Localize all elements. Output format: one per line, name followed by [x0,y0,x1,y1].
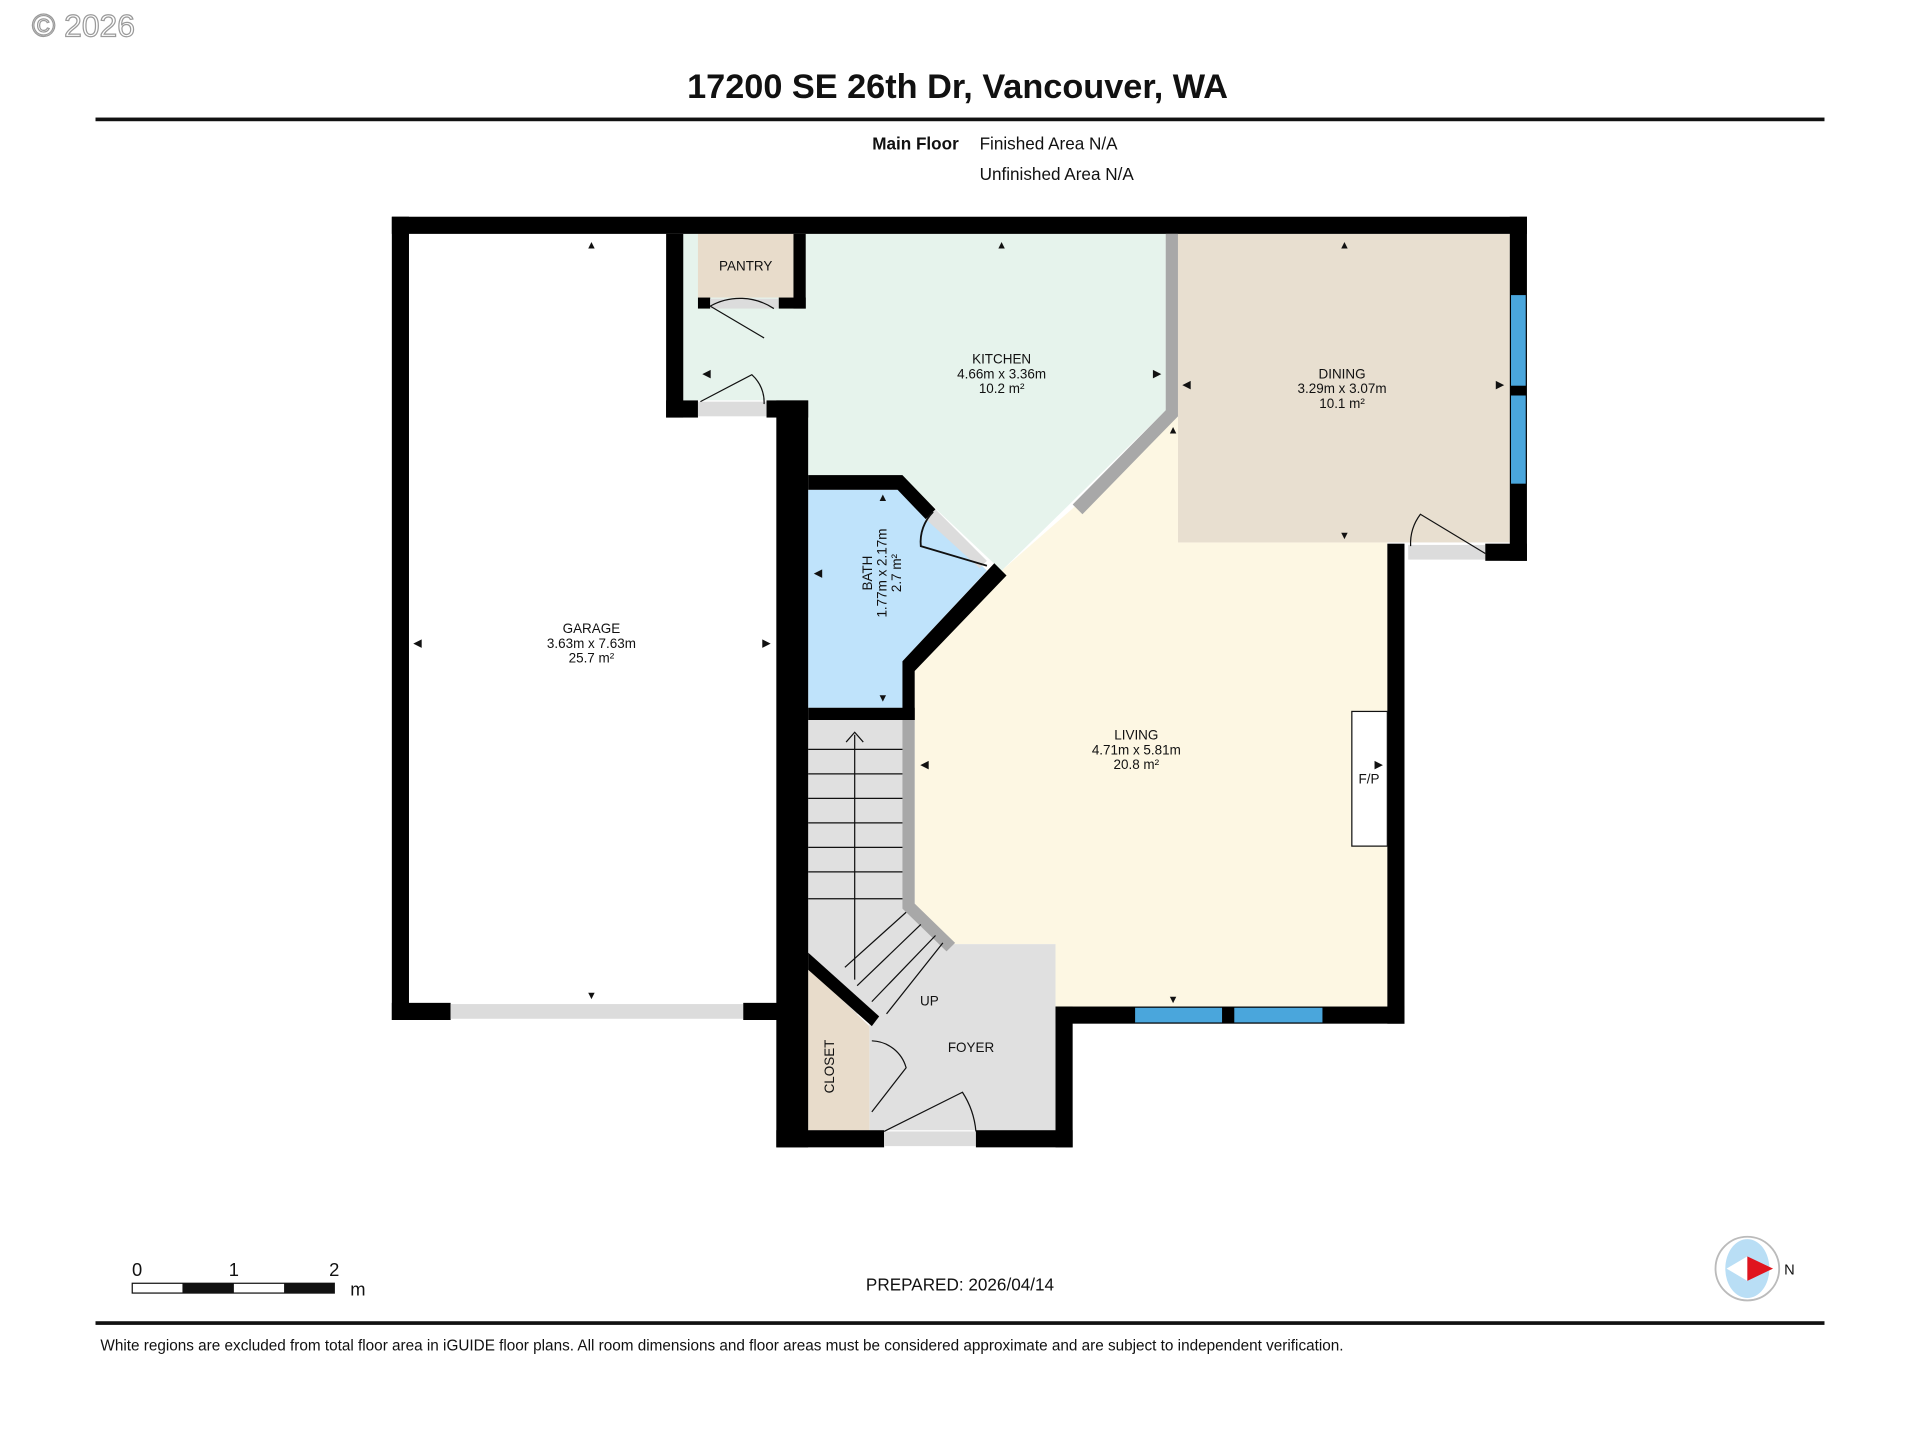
bath-label: BATH [860,556,875,591]
svg-text:▶: ▶ [1153,368,1162,380]
svg-text:◀: ◀ [413,638,422,650]
svg-text:▼: ▼ [586,990,597,1002]
kitchen-garage-door[interactable] [697,401,767,417]
svg-text:m: m [350,1279,365,1300]
living-label: LIVING [1114,728,1158,743]
staircase[interactable] [808,731,944,1015]
svg-text:▲: ▲ [586,240,597,252]
living-window [1135,1007,1223,1023]
svg-text:▼: ▼ [1339,530,1350,542]
svg-text:◀: ◀ [920,759,929,771]
footer-divider [95,1321,1825,1325]
floor-plan: ▲ ▼ ◀ ▶ ▲ ◀ ▶ ▲ ▼ ◀ ▶ ▲ ▼ ◀ ▲ ◀ ▼ ▶ PANTRY KITCHEN… [391,216,1527,1148]
garage-dims: 3.63m x 7.63m [547,636,636,651]
svg-text:▼: ▼ [1168,994,1179,1006]
garage-door[interactable] [450,1004,744,1019]
prepared-date: PREPARED: 2026/04/14 [866,1275,1055,1295]
garage-label: GARAGE [563,621,621,636]
foyer-label: FOYER [948,1040,995,1055]
living-area: 20.8 m² [1114,757,1160,772]
svg-text:1: 1 [229,1259,239,1280]
bath-dims: 1.77m x 2.17m [875,529,890,618]
floor-name: Main Floor [872,133,959,153]
bath-floor [808,489,987,708]
front-door[interactable] [884,1131,976,1147]
living-dims: 4.71m x 5.81m [1092,742,1181,757]
svg-text:▶: ▶ [1496,379,1505,391]
garage-area: 25.7 m² [569,650,615,665]
dimension-arrows: ▲ ▼ ◀ ▶ ▲ ◀ ▶ ▲ ▼ ◀ ▶ ▲ ▼ ◀ ▲ ◀ ▼ ▶ [413,240,1504,1006]
svg-text:▶: ▶ [1375,759,1384,771]
foyer-floor [808,906,1056,1131]
closet-floor [808,967,870,1131]
closet-label: CLOSET [822,1040,837,1094]
pantry-floor [697,233,794,298]
unfinished-area: Unfinished Area N/A [980,164,1135,184]
svg-text:▶: ▶ [762,638,771,650]
svg-text:▼: ▼ [877,693,888,705]
dining-window [1511,395,1526,484]
finished-area: Finished Area N/A [980,133,1119,153]
kitchen-label: KITCHEN [972,352,1031,367]
svg-text:◀: ◀ [1182,379,1191,391]
svg-text:◀: ◀ [702,368,711,380]
stairs-up-label: UP [920,993,939,1008]
pantry-label: PANTRY [719,259,772,274]
svg-text:▲: ▲ [1339,240,1350,252]
dining-floor [1177,233,1510,543]
kitchen-floor [683,233,1166,571]
copyright-watermark: © 2026 [32,8,135,44]
dining-window [1511,295,1526,386]
living-floor [914,416,1388,1007]
disclaimer: White regions are excluded from total fl… [100,1338,1343,1355]
kitchen-area: 10.2 m² [979,381,1025,396]
svg-text:▲: ▲ [1168,424,1179,436]
svg-text:▲: ▲ [996,240,1007,252]
scale-bar: 0 1 2 m [131,1259,366,1300]
svg-text:2: 2 [329,1259,339,1280]
compass-icon: N [1714,1235,1795,1302]
svg-text:◀: ◀ [814,568,823,580]
living-window [1234,1007,1323,1023]
header-divider [95,117,1825,122]
svg-text:▲: ▲ [877,492,888,504]
bath-area: 2.7 m² [889,553,904,592]
dining-label: DINING [1318,366,1365,381]
dining-area: 10.1 m² [1319,396,1365,411]
svg-text:N: N [1784,1263,1795,1279]
fireplace [1351,710,1388,847]
svg-text:0: 0 [132,1259,142,1280]
pantry-door[interactable] [710,298,779,309]
dining-dims: 3.29m x 3.07m [1298,381,1387,396]
page-title: 17200 SE 26th Dr, Vancouver, WA [687,68,1228,106]
fireplace-label: F/P [1359,772,1380,787]
kitchen-dims: 4.66m x 3.36m [957,366,1046,381]
dining-door[interactable] [1408,544,1486,560]
